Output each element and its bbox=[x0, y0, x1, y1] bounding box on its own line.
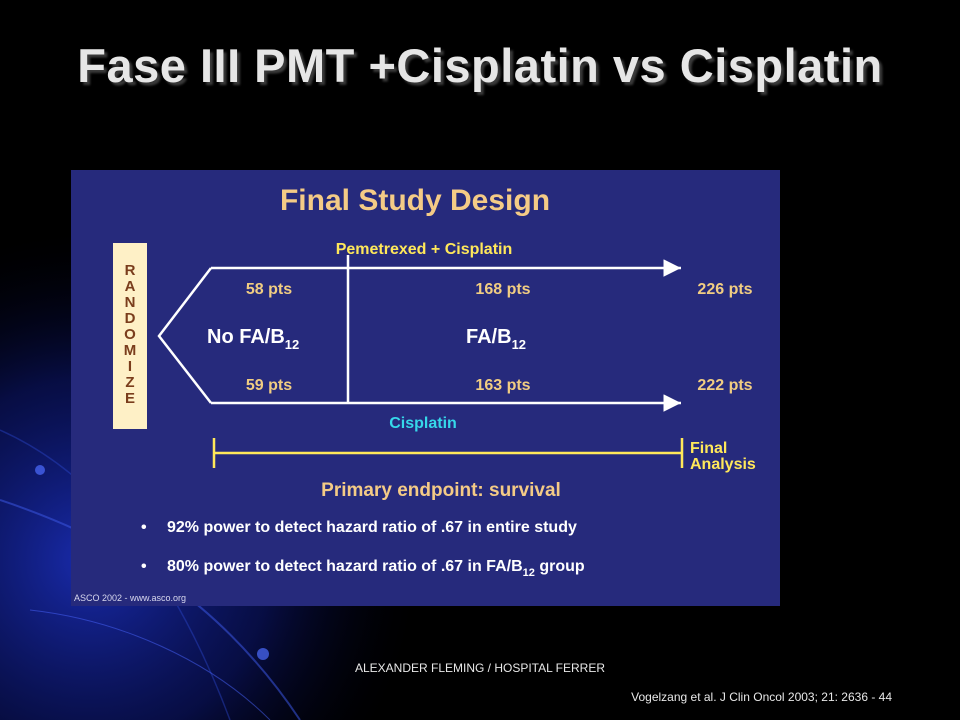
randomize-letters: R A N D O M I Z E bbox=[124, 262, 137, 407]
bullet-item-1: 92% power to detect hazard ratio of .67 … bbox=[167, 519, 577, 536]
analysis-timeline bbox=[212, 438, 684, 468]
randomize-letter: Z bbox=[125, 374, 134, 391]
final-analysis-label-line1: Final bbox=[690, 440, 727, 457]
primary-endpoint: Primary endpoint: survival bbox=[321, 480, 561, 501]
fa-label: FA/B12 bbox=[466, 326, 526, 352]
count-top-fa: 168 pts bbox=[475, 281, 530, 298]
randomize-letter: I bbox=[128, 358, 132, 375]
bullet-marker: • bbox=[141, 519, 147, 536]
no-fa-label: No FA/B12 bbox=[207, 326, 299, 352]
count-top-total: 226 pts bbox=[697, 281, 752, 298]
bullet-item-2: 80% power to detect hazard ratio of .67 … bbox=[167, 558, 585, 579]
randomize-letter: M bbox=[124, 342, 137, 359]
arm-lines bbox=[157, 255, 681, 412]
randomize-letter: E bbox=[125, 390, 135, 407]
figure-title: Final Study Design bbox=[280, 184, 550, 217]
randomize-letter: R bbox=[125, 262, 136, 279]
randomize-letter: D bbox=[125, 310, 136, 327]
count-bottom-no-fa: 59 pts bbox=[246, 377, 292, 394]
supplementation-labels: No FA/B12 FA/B12 bbox=[207, 326, 526, 352]
arm-bottom-label: Cisplatin bbox=[389, 415, 457, 432]
slide-footer: ALEXANDER FLEMING / HOSPITAL FERRER bbox=[354, 661, 606, 675]
patient-counts: 58 pts 168 pts 226 pts 59 pts 163 pts 22… bbox=[246, 281, 753, 394]
study-design-figure: Final Study Design R A N D O M I Z E Pem… bbox=[71, 170, 780, 606]
branch-chevron bbox=[157, 267, 212, 404]
final-analysis-label-line2: Analysis bbox=[690, 456, 756, 473]
figure-watermark: ASCO 2002 - www.asco.org bbox=[74, 593, 186, 603]
bullet-list: • 92% power to detect hazard ratio of .6… bbox=[141, 519, 585, 579]
citation: Vogelzang et al. J Clin Oncol 2003; 21: … bbox=[631, 690, 892, 704]
randomize-letter: O bbox=[124, 326, 136, 343]
count-top-no-fa: 58 pts bbox=[246, 281, 292, 298]
randomize-letter: N bbox=[125, 294, 136, 311]
bullet-marker: • bbox=[141, 558, 147, 575]
count-bottom-total: 222 pts bbox=[697, 377, 752, 394]
count-bottom-fa: 163 pts bbox=[475, 377, 530, 394]
randomize-letter: A bbox=[125, 278, 136, 295]
slide-title: Fase III PMT +Cisplatin vs Cisplatin bbox=[77, 39, 883, 92]
arm-top-label: Pemetrexed + Cisplatin bbox=[336, 241, 513, 258]
randomize-box bbox=[113, 243, 147, 429]
